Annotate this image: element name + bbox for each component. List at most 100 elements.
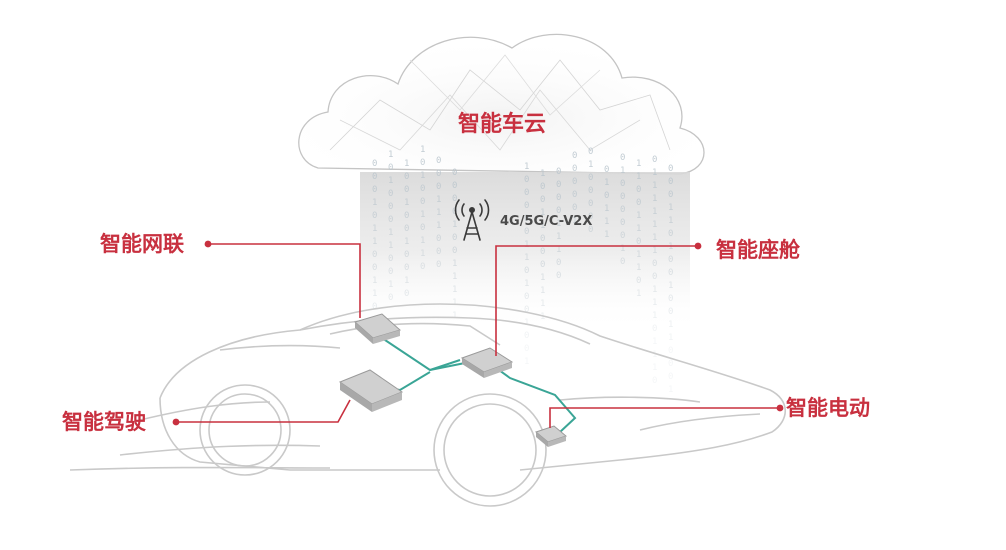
binary-digit: 1 — [668, 203, 673, 213]
leader-dots — [172, 240, 784, 426]
binary-digit: 0 — [572, 190, 577, 200]
binary-digit: 1 — [636, 224, 641, 234]
binary-digit: 1 — [668, 242, 673, 252]
cloud-label: 智能车云 — [458, 112, 547, 137]
binary-digit: 1 — [436, 208, 441, 218]
binary-digit: 1 — [668, 385, 673, 395]
binary-digit: 0 — [588, 147, 593, 157]
binary-digit: 0 — [404, 224, 409, 234]
module-electric — [534, 425, 568, 447]
binary-digit: 0 — [436, 234, 441, 244]
binary-digit: 0 — [540, 260, 545, 270]
binary-digit: 0 — [620, 192, 625, 202]
binary-digit: 1 — [452, 298, 457, 308]
binary-digit: 0 — [588, 212, 593, 222]
electric-dot — [776, 404, 784, 412]
binary-digit: 0 — [372, 263, 377, 273]
binary-digit: 0 — [452, 233, 457, 243]
binary-digit: 0 — [556, 271, 561, 281]
binary-digit: 0 — [404, 289, 409, 299]
binary-digit: 0 — [588, 225, 593, 235]
binary-digit: 1 — [652, 363, 657, 373]
binary-digit: 1 — [420, 210, 425, 220]
binary-digit: 1 — [436, 195, 441, 205]
binary-digit: 1 — [524, 279, 529, 289]
binary-digit: 0 — [556, 258, 561, 268]
binary-digit: 0 — [572, 164, 577, 174]
binary-digit: 1 — [620, 244, 625, 254]
binary-digit: 0 — [556, 180, 561, 190]
binary-digit: 1 — [652, 337, 657, 347]
module-network — [353, 313, 402, 344]
binary-digit: 1 — [540, 273, 545, 283]
binary-digit: 0 — [388, 202, 393, 212]
binary-digit: 0 — [452, 181, 457, 191]
binary-digit: 0 — [372, 185, 377, 195]
binary-digit: 1 — [452, 259, 457, 269]
binary-digit: 0 — [388, 163, 393, 173]
binary-digit: 1 — [652, 298, 657, 308]
driving-label: 智能驾驶 — [62, 410, 146, 434]
binary-digit: 1 — [452, 272, 457, 282]
car-outline — [69, 303, 787, 507]
binary-digit: 1 — [636, 289, 641, 299]
binary-digit: 0 — [372, 172, 377, 182]
binary-digit: 1 — [636, 250, 641, 260]
binary-digit: 0 — [556, 206, 561, 216]
binary-digit: 0 — [588, 199, 593, 209]
binary-digit: 1 — [652, 285, 657, 295]
binary-digit: 0 — [420, 262, 425, 272]
binary-digit: 0 — [436, 182, 441, 192]
binary-digit: 1 — [556, 245, 561, 255]
binary-digit: 1 — [372, 198, 377, 208]
binary-digit: 1 — [372, 276, 377, 286]
binary-digit: 1 — [652, 194, 657, 204]
binary-digit: 0 — [524, 227, 529, 237]
binary-digit: 0 — [436, 247, 441, 257]
binary-digit: 0 — [620, 153, 625, 163]
binary-digit: 1 — [604, 178, 609, 188]
binary-digit: 0 — [388, 215, 393, 225]
binary-digit: 1 — [404, 198, 409, 208]
binary-digit: 1 — [604, 204, 609, 214]
binary-digit: 1 — [652, 220, 657, 230]
binary-digit: 0 — [668, 164, 673, 174]
binary-digit: 1 — [420, 171, 425, 181]
network-dot — [204, 240, 212, 248]
binary-digit: 1 — [604, 230, 609, 240]
binary-digit: 0 — [620, 231, 625, 241]
binary-digit: 1 — [452, 285, 457, 295]
binary-digit: 0 — [420, 223, 425, 233]
binary-digit: 0 — [588, 173, 593, 183]
binary-digit: 1 — [524, 357, 529, 367]
binary-digit: 1 — [372, 237, 377, 247]
binary-digit: 1 — [540, 208, 545, 218]
binary-digit: 1 — [388, 280, 393, 290]
binary-digit: 1 — [540, 299, 545, 309]
binary-digit: 0 — [668, 307, 673, 317]
binary-digit: 0 — [620, 205, 625, 215]
module-connections — [367, 331, 577, 433]
binary-digit: 0 — [540, 247, 545, 257]
binary-digit: 0 — [452, 168, 457, 178]
binary-digit: 0 — [556, 193, 561, 203]
binary-digit: 1 — [556, 219, 561, 229]
binary-digit: 1 — [668, 216, 673, 226]
binary-digit: 1 — [404, 276, 409, 286]
binary-digit: 0 — [404, 172, 409, 182]
binary-digit: 1 — [540, 221, 545, 231]
binary-digit: 0 — [668, 229, 673, 239]
binary-digit: 1 — [524, 240, 529, 250]
binary-digit: 0 — [404, 263, 409, 273]
binary-digit: 1 — [668, 320, 673, 330]
binary-digit: 0 — [524, 188, 529, 198]
binary-digit: 0 — [372, 302, 377, 312]
network-label: 智能网联 — [100, 232, 184, 256]
binary-digit: 0 — [404, 250, 409, 260]
binary-digit: 0 — [540, 195, 545, 205]
binary-digit: 1 — [636, 159, 641, 169]
binary-digit: 0 — [420, 184, 425, 194]
binary-digit: 0 — [636, 237, 641, 247]
binary-digit: 1 — [420, 236, 425, 246]
